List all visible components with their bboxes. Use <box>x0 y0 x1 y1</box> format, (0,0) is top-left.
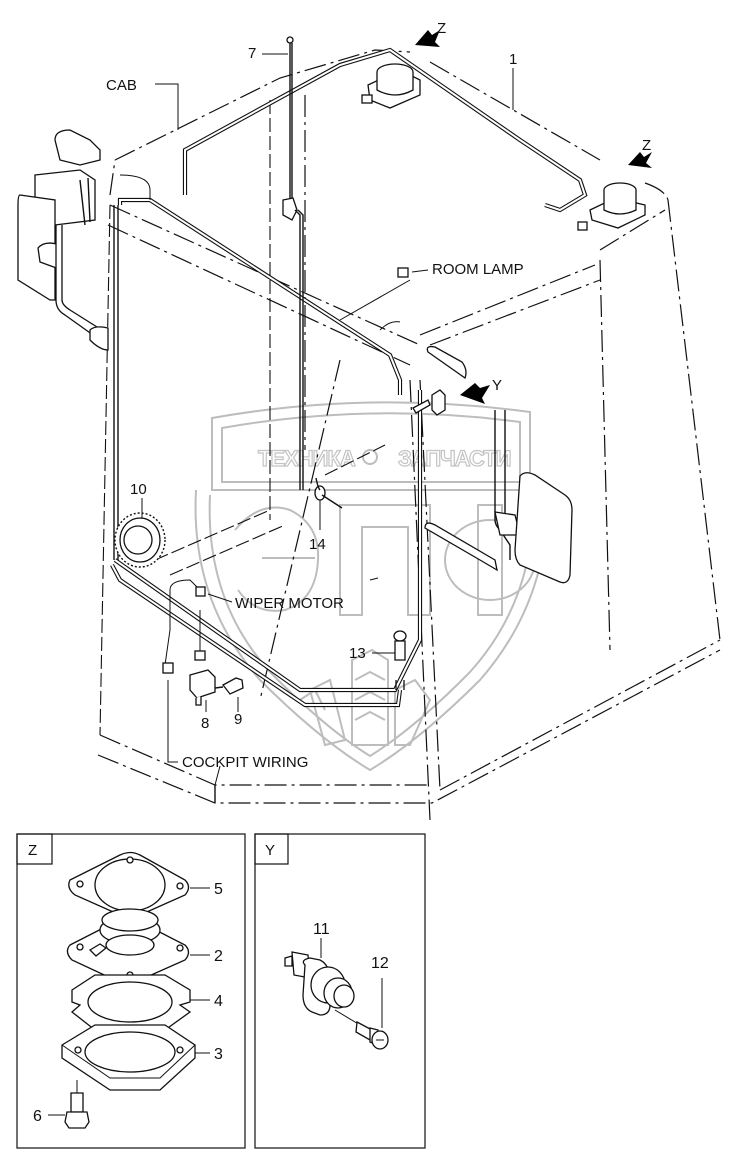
cockpit-connectors <box>162 650 206 674</box>
part-10-seal <box>114 512 166 568</box>
watermark-left-text: ТЕХНИКА <box>258 446 356 471</box>
detail-y-title-box <box>254 833 289 865</box>
detail-y-title: Y <box>265 842 275 859</box>
part-13-switch <box>393 630 407 690</box>
leader-lines <box>141 53 514 786</box>
cab-outline <box>97 49 721 821</box>
callout-2: 2 <box>214 948 223 965</box>
watermark-shield <box>194 489 550 772</box>
callout-13: 13 <box>349 645 366 662</box>
callout-7: 7 <box>248 45 256 62</box>
room-lamp-connector <box>397 267 409 278</box>
part-11-door-lamp <box>284 951 355 1016</box>
watermark-banner <box>211 401 531 491</box>
arrow-z-2-icon <box>628 152 652 168</box>
view-label-y: Y <box>492 377 502 394</box>
cab-label: CAB <box>106 77 137 94</box>
callout-8: 8 <box>201 715 209 732</box>
watermark-banner-inner <box>221 412 521 483</box>
wiper-motor-connector <box>195 586 206 597</box>
part-12-screw <box>334 1009 389 1050</box>
callout-14: 14 <box>309 536 326 553</box>
detail-z-frame <box>16 833 246 1149</box>
callout-3: 3 <box>214 1046 223 1063</box>
callout-12: 12 <box>371 955 389 972</box>
watermark-gear-icon <box>362 449 378 465</box>
watermark-chevrons <box>299 648 432 747</box>
view-label-z-2: Z <box>642 137 651 154</box>
speaker-left <box>361 63 421 109</box>
view-label-z-1: Z <box>437 20 446 37</box>
callout-4: 4 <box>214 993 223 1010</box>
rear-mirror <box>514 472 573 584</box>
callout-5: 5 <box>214 881 223 898</box>
watermark-shield-inner <box>208 494 536 758</box>
arrow-y-icon <box>460 383 490 404</box>
watermark-letter-f-stem <box>477 504 503 616</box>
wiper-motor-label: WIPER MOTOR <box>235 595 344 612</box>
view-arrows <box>415 30 652 404</box>
watermark-right-text: ЗАПЧАСТИ <box>398 446 511 471</box>
part-8-relay <box>189 669 216 706</box>
detail-z-title: Z <box>28 842 37 859</box>
detail-z-title-box <box>16 833 53 865</box>
door-handle-lower <box>424 410 521 572</box>
side-lamp-assembly <box>17 129 109 351</box>
watermark-letter-e <box>234 506 320 612</box>
callout-9: 9 <box>234 711 242 728</box>
detail-y-frame <box>254 833 426 1149</box>
part-9-bulb <box>214 677 244 695</box>
detail-z-panel: Z 5 2 <box>16 833 246 1149</box>
callout-11: 11 <box>313 921 330 938</box>
antenna <box>282 36 304 490</box>
arrow-z-1-icon <box>415 30 440 47</box>
cockpit-wiring-label: COCKPIT WIRING <box>182 754 308 771</box>
watermark-letter-p <box>339 504 431 616</box>
door-handle-upper <box>426 345 467 380</box>
detail-y-panel: Y 11 12 <box>254 833 426 1149</box>
door-lamp-y <box>412 389 446 416</box>
callout-6: 6 <box>33 1108 42 1125</box>
callout-1: 1 <box>509 51 517 68</box>
callout-10: 10 <box>130 481 147 498</box>
speaker-right <box>577 182 646 231</box>
part-6-screw <box>70 1092 84 1113</box>
room-lamp-label: ROOM LAMP <box>432 261 524 278</box>
wiring-harness <box>110 47 588 708</box>
part-14-grommet <box>314 477 343 509</box>
watermark: ТЕХНИКА ЗАПЧАСТИ <box>194 401 550 772</box>
